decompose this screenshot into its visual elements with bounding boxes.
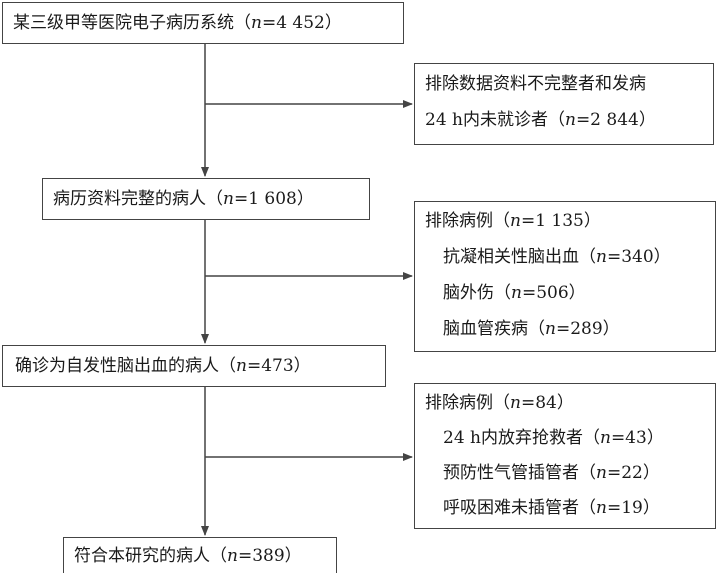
exclusion-box-cases-1-item: 脑血管疾病（n=289）	[443, 319, 620, 339]
exclusion-box-cases-1-item: 脑外伤（n=506）	[443, 283, 586, 303]
exclusion-box-cases-2: 排除病例（n=84） 24 h内放弃抢救者（n=43） 预防性气管插管者（n=2…	[414, 383, 716, 529]
exclusion-box-incomplete-line-1: 排除数据资料不完整者和发病	[425, 74, 646, 94]
exclusion-box-incomplete-line-2: 24 h内未就诊者（n=2 844）	[425, 110, 656, 130]
exclusion-box-cases-1-header: 排除病例（n=1 135）	[425, 211, 601, 231]
flow-box-final-cohort: 符合本研究的病人（n=389）	[63, 537, 337, 573]
exclusion-box-cases-2-item: 呼吸困难未插管者（n=19）	[443, 498, 660, 518]
exclusion-box-incomplete: 排除数据资料不完整者和发病 24 h内未就诊者（n=2 844）	[414, 63, 714, 145]
flow-box-source-label: 某三级甲等医院电子病历系统（n=4 452）	[13, 13, 342, 33]
exclusion-box-cases-1: 排除病例（n=1 135） 抗凝相关性脑出血（n=340） 脑外伤（n=506）…	[414, 201, 716, 352]
flow-box-confirmed-ich: 确诊为自发性脑出血的病人（n=473）	[2, 345, 386, 387]
flow-box-confirmed-ich-label: 确诊为自发性脑出血的病人（n=473）	[15, 356, 311, 376]
exclusion-box-cases-2-item: 24 h内放弃抢救者（n=43）	[443, 428, 664, 448]
flow-box-source: 某三级甲等医院电子病历系统（n=4 452）	[2, 2, 404, 44]
exclusion-box-cases-2-item: 预防性气管插管者（n=22）	[443, 463, 660, 483]
flow-box-complete-records: 病历资料完整的病人（n=1 608）	[42, 178, 370, 220]
flow-box-complete-records-label: 病历资料完整的病人（n=1 608）	[53, 189, 314, 209]
exclusion-box-cases-1-item: 抗凝相关性脑出血（n=340）	[443, 247, 671, 267]
exclusion-box-cases-2-header: 排除病例（n=84）	[425, 393, 574, 413]
flow-box-final-cohort-label: 符合本研究的病人（n=389）	[74, 546, 302, 566]
